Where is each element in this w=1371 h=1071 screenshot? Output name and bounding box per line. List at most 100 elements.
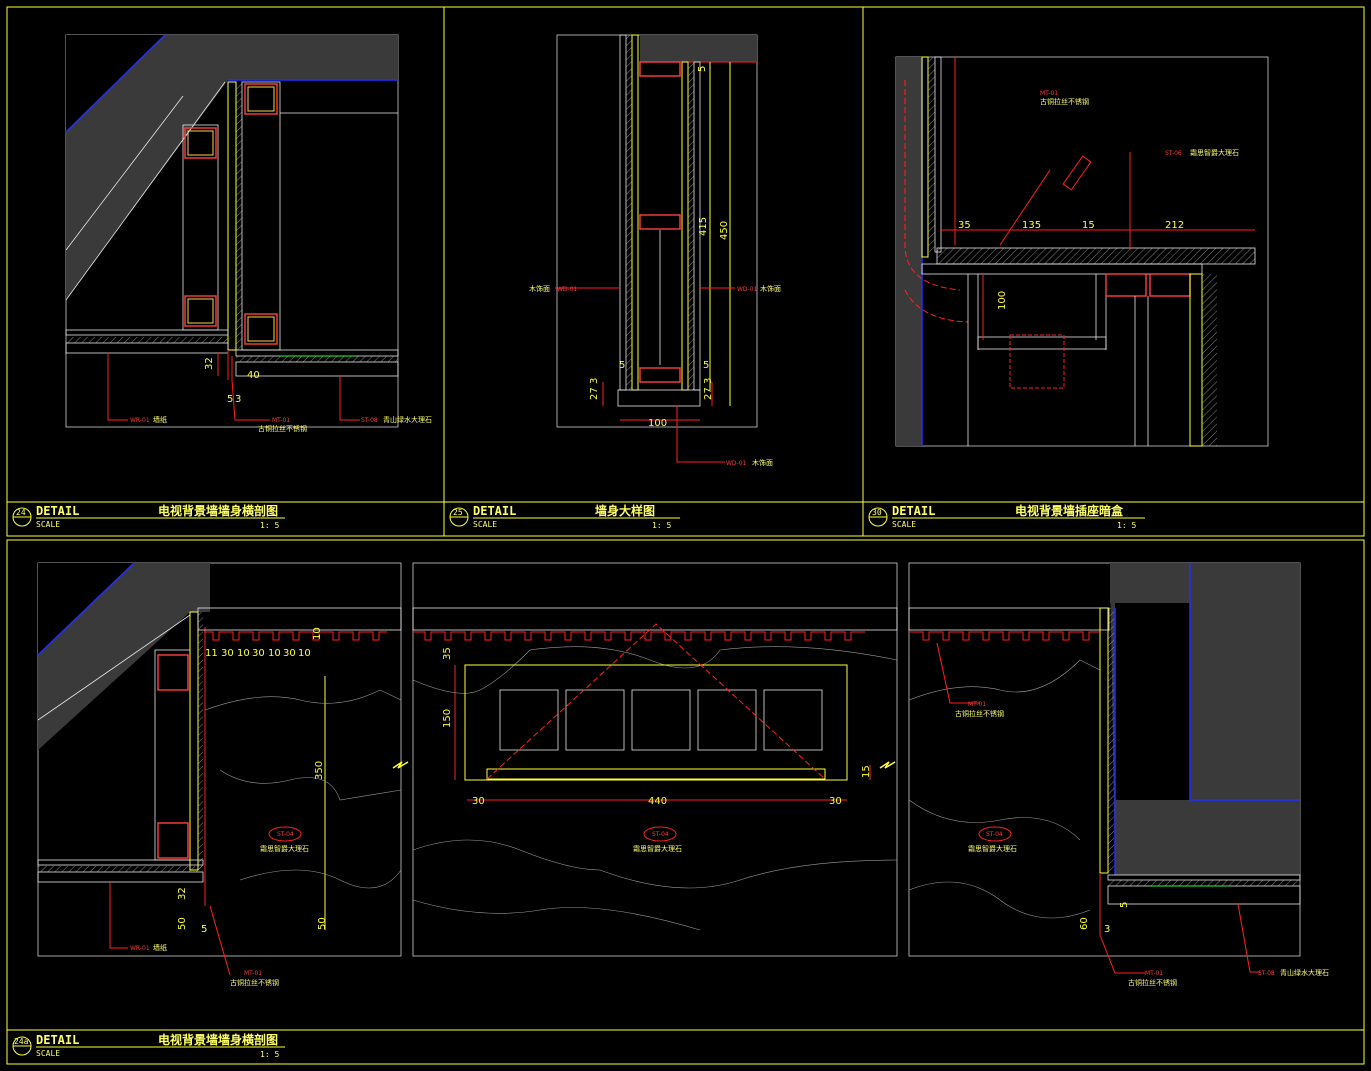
dim-35: 35 xyxy=(958,220,971,231)
dim-5e: 5 xyxy=(1119,902,1130,908)
tag-st08-b: ST-08 xyxy=(1258,970,1275,977)
tag-mt01-c: MT-01 xyxy=(968,701,986,708)
dim-3b: 3 xyxy=(703,378,714,384)
dim-5b: 5 xyxy=(619,360,625,371)
drawing-scale: 1: 5 xyxy=(1117,521,1136,530)
dim-5d: 5 xyxy=(201,924,207,935)
dim-40: 40 xyxy=(247,370,260,381)
dim-135: 135 xyxy=(1022,220,1041,231)
detail-word: DETAIL xyxy=(36,1033,79,1047)
label-st04-right: 霜思智爵大理石 xyxy=(968,844,1017,853)
label-wallpaper-b: 墙纸 xyxy=(153,943,167,952)
drawing-title: 电视背景墙插座暗盒 xyxy=(1015,503,1124,518)
dim-3a: 3 xyxy=(589,378,600,384)
label-green-marble: 青山绿水大理石 xyxy=(383,415,432,424)
detail-number: 24 xyxy=(16,508,26,517)
tag-st08: ST-08 xyxy=(361,417,378,424)
detail-24a-drawing xyxy=(37,562,1301,976)
detail-number: 24a xyxy=(14,1037,29,1046)
scale-word: SCALE xyxy=(473,520,497,529)
dim-100b: 100 xyxy=(997,291,1008,310)
scale-word: SCALE xyxy=(36,1049,60,1058)
tag-mt01-d: MT-01 xyxy=(1145,970,1163,977)
dim-5c: 5 xyxy=(703,360,709,371)
tag-mt01-d30: MT-01 xyxy=(1040,90,1058,97)
tag-st04-mid: ST-04 xyxy=(652,831,669,838)
tag-st06: ST-06 xyxy=(1165,150,1182,157)
drawing-scale: 1: 5 xyxy=(260,521,279,530)
dim-30c: 30 xyxy=(283,648,296,659)
drawing-title: 电视背景墙墙身横剖图 xyxy=(158,503,278,518)
label-st04-mid: 霜思智爵大理石 xyxy=(633,844,682,853)
dim-15: 15 xyxy=(1082,220,1095,231)
dim-32: 32 xyxy=(204,357,215,370)
label-brass-b: 古铜拉丝不锈钢 xyxy=(230,978,279,987)
detail-24-drawing xyxy=(65,34,399,428)
detail-number: 25 xyxy=(453,508,463,517)
label-st04-left: 霜思智爵大理石 xyxy=(260,844,309,853)
tag-wd01-left: WD-01 xyxy=(557,286,578,293)
dim-440: 440 xyxy=(648,796,667,807)
label-green-marble-b: 青山绿水大理石 xyxy=(1280,968,1329,977)
detail-word: DETAIL xyxy=(473,504,516,518)
dim-30e: 30 xyxy=(829,796,842,807)
dim-10d: 10 xyxy=(312,627,323,640)
sheet-frames xyxy=(6,6,1365,1065)
tag-mt01-b: MT-01 xyxy=(244,970,262,977)
detail-number: 30 xyxy=(872,508,882,517)
detail-word: DETAIL xyxy=(36,504,79,518)
dim-50a: 50 xyxy=(177,917,188,930)
label-wallpaper: 墙纸 xyxy=(153,415,167,424)
dim-30a: 30 xyxy=(221,648,234,659)
scale-word: SCALE xyxy=(36,520,60,529)
label-brass-steel: 古铜拉丝不锈钢 xyxy=(258,424,307,433)
dim-3: 3 xyxy=(235,394,241,405)
detail-30-annotations: 35 135 15 212 100 MT-01 古铜拉丝不锈钢 ST-06 霜思… xyxy=(958,90,1239,310)
dim-10b: 10 xyxy=(268,648,281,659)
dim-10a: 10 xyxy=(237,648,250,659)
dim-100: 100 xyxy=(648,418,667,429)
dim-60: 60 xyxy=(1079,917,1090,930)
detail-24a-annotations: 11 30 10 30 10 30 10 10 350 32 50 5 50 3… xyxy=(130,627,1329,987)
tag-st04-left: ST-04 xyxy=(277,831,294,838)
dim-450: 450 xyxy=(719,221,730,240)
detail-24-annotations: 32 40 5 3 WR-01 墙纸 MT-01 古铜拉丝不锈钢 ST-08 青… xyxy=(130,357,432,433)
title-block-d30: 30 DETAIL SCALE 电视背景墙插座暗盒 1: 5 xyxy=(868,503,1145,530)
title-block-d25: 25 DETAIL SCALE 墙身大样图 1: 5 xyxy=(449,503,680,530)
detail-30-drawing xyxy=(895,56,1269,447)
dim-27a: 27 xyxy=(589,387,600,400)
tag-mt01: MT-01 xyxy=(272,417,290,424)
drawing-scale: 1: 5 xyxy=(652,521,671,530)
label-brass-d: 古铜拉丝不锈钢 xyxy=(1128,978,1177,987)
dim-35b: 35 xyxy=(442,647,453,660)
label-st06: 霜思智爵大理石 xyxy=(1190,148,1239,157)
dim-15b: 15 xyxy=(861,765,872,778)
label-brass-d30: 古铜拉丝不锈钢 xyxy=(1040,97,1089,106)
tag-wr01-b: WR-01 xyxy=(130,945,150,952)
title-block-d24: 24 DETAIL SCALE 电视背景墙墙身横剖图 1: 5 xyxy=(12,503,285,530)
detail-25-annotations: 5 415 450 5 5 27 3 27 3 100 木饰面 WD-01 WD… xyxy=(529,66,781,467)
dim-30b: 30 xyxy=(252,648,265,659)
tag-wr01: WR-01 xyxy=(130,417,150,424)
tag-wd01-bottom: WD-01 xyxy=(726,460,747,467)
dim-150: 150 xyxy=(442,709,453,728)
dim-32b: 32 xyxy=(177,887,188,900)
tag-st04-right: ST-04 xyxy=(986,831,1003,838)
drawing-scale: 1: 5 xyxy=(260,1050,279,1059)
label-wood-right: 木饰面 xyxy=(760,284,781,293)
drawing-title: 墙身大样图 xyxy=(595,503,655,518)
detail-25-drawing xyxy=(555,34,758,463)
dim-3c: 3 xyxy=(1104,924,1110,935)
drawing-title: 电视背景墙墙身横剖图 xyxy=(158,1032,278,1047)
dim-5: 5 xyxy=(227,394,233,405)
label-wood-left: 木饰面 xyxy=(529,284,550,293)
dim-11: 11 xyxy=(205,648,218,659)
dim-30d: 30 xyxy=(472,796,485,807)
dim-212: 212 xyxy=(1165,220,1184,231)
dim-27b: 27 xyxy=(703,387,714,400)
dim-5a: 5 xyxy=(697,66,708,72)
scale-word: SCALE xyxy=(892,520,916,529)
dim-10c: 10 xyxy=(298,648,311,659)
dim-350: 350 xyxy=(314,761,325,780)
